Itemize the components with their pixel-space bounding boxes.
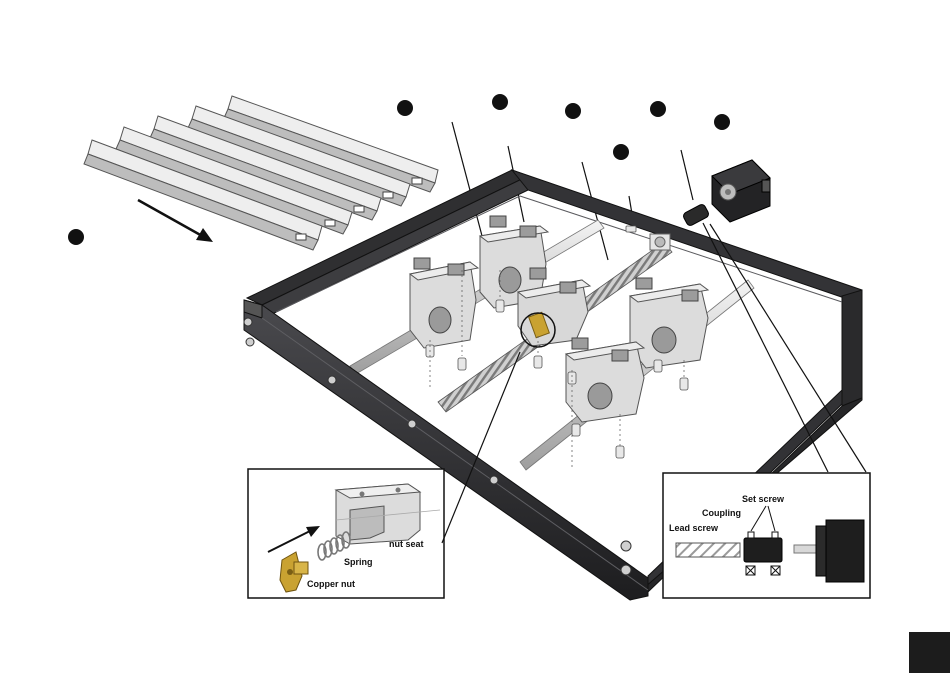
- set-screw-label: Set screw: [742, 494, 785, 504]
- screw: [534, 356, 542, 368]
- screw-end-bearing: [650, 234, 670, 250]
- stepper-motor: [712, 160, 770, 222]
- screw: [458, 358, 466, 370]
- rod-support-block: [410, 258, 478, 348]
- coupling-detail-inset: Lead screw Coupling Set screw: [663, 473, 870, 598]
- step-marker: [492, 94, 508, 110]
- copper-nut-label: Copper nut: [307, 579, 355, 589]
- step-marker: [68, 229, 84, 245]
- screw: [654, 360, 662, 372]
- screw: [680, 378, 688, 390]
- screw: [496, 300, 504, 312]
- screw: [626, 226, 636, 232]
- motor-shaft: [794, 545, 816, 553]
- coupling: [682, 203, 710, 227]
- set-screw-marker: [748, 532, 754, 538]
- screw: [616, 446, 624, 458]
- lead-screw-part: [676, 543, 740, 557]
- nut-seat-label: nut seat: [389, 539, 424, 549]
- motor-part: [816, 520, 864, 582]
- coupling-part: [744, 538, 782, 562]
- spring-label: Spring: [344, 557, 373, 567]
- coupling-label: Coupling: [702, 508, 741, 518]
- rod-support-block: [566, 338, 644, 422]
- screw: [572, 424, 580, 436]
- screw: [568, 372, 576, 384]
- set-screw-marker: [772, 532, 778, 538]
- page-corner-tab: [909, 632, 950, 673]
- lead-screw-label: Lead screw: [669, 523, 719, 533]
- step-marker: [613, 144, 629, 160]
- step-marker: [650, 101, 666, 117]
- step-marker: [565, 103, 581, 119]
- step-marker: [397, 100, 413, 116]
- t-slot-aluminium-plate: [84, 96, 438, 250]
- step-marker: [714, 114, 730, 130]
- rod-support-block: [630, 278, 708, 368]
